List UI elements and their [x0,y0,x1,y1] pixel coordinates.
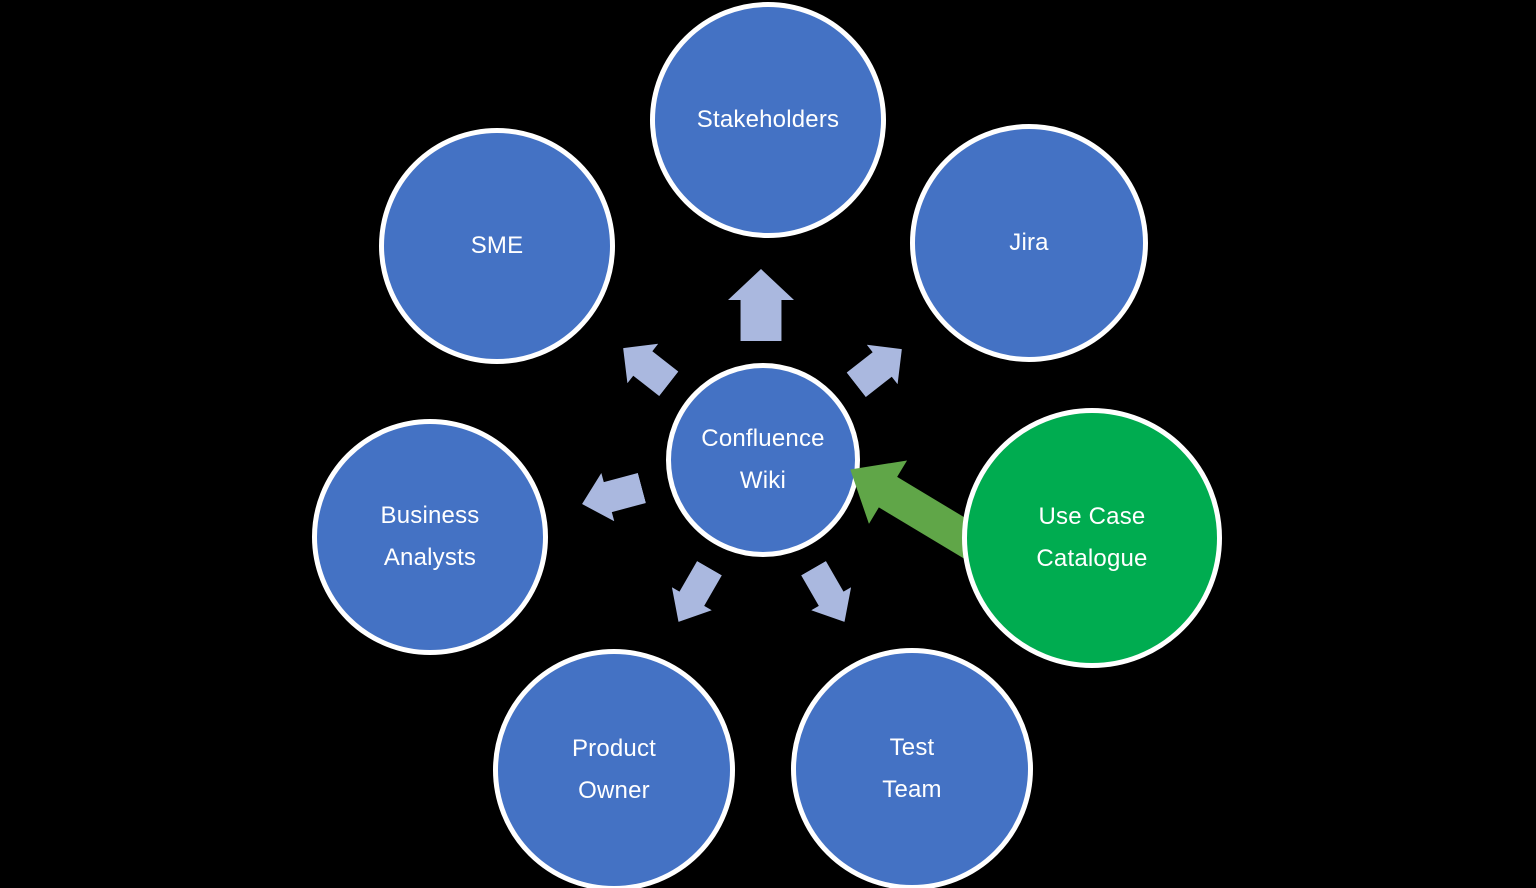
node-confluence-wiki-label-line: Confluence [701,425,825,452]
node-jira-label-line: Jira [1009,229,1049,256]
arrow-to-stakeholders-icon [728,269,794,341]
arrow-to-product-owner-icon [659,557,730,634]
node-jira-label: Jira [1009,222,1048,264]
node-use-case-catalogue-label-line: Use Case [1038,503,1146,530]
node-stakeholders-label-line: Stakeholders [696,106,840,133]
node-test-team-label-line: Team [882,776,942,803]
node-test-team-label-line: Test [889,734,935,761]
node-product-owner-label-line: Product [571,735,657,762]
node-sme: SME [379,128,615,364]
node-jira: Jira [910,124,1148,362]
node-stakeholders-label: Stakeholders [697,99,840,141]
node-confluence-wiki-label-line: Wiki [739,467,787,494]
arrow-to-sme-icon [608,328,684,403]
arrow-to-test-team-icon [794,557,865,634]
arrow-to-jira-icon [841,329,917,404]
node-product-owner-label-line: Owner [578,777,650,804]
node-business-analysts-label-line: Business [380,502,480,529]
arrow-to-business-analysts-icon [576,464,649,528]
node-use-case-catalogue-label-line: Catalogue [1036,545,1148,572]
node-sme-label: SME [471,225,524,267]
node-business-analysts-label-line: Analysts [383,544,477,571]
node-stakeholders: Stakeholders [650,2,886,238]
node-sme-label-line: SME [470,232,524,259]
